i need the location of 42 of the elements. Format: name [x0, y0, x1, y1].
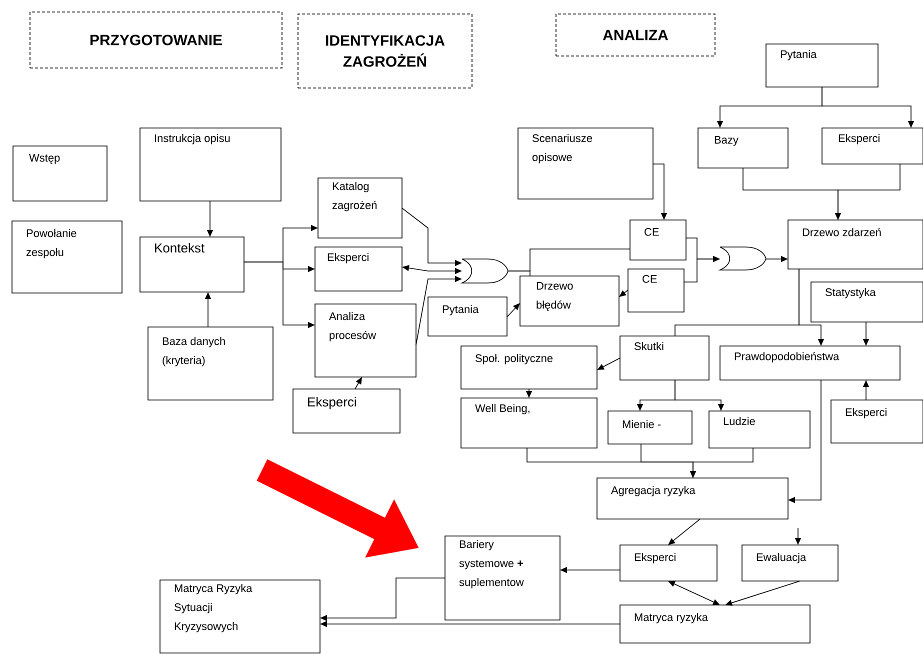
process-box: Analiza procesów [314, 304, 416, 378]
process-box: Społ. polityczne [460, 346, 598, 390]
section-header: ANALIZA [556, 14, 716, 56]
process-box: Pytania [428, 296, 508, 336]
process-box: Drzewo zdarzeń [788, 220, 923, 270]
process-box: Mienie - [608, 410, 692, 444]
arrow [619, 290, 628, 297]
process-box: Eksperci [822, 128, 923, 164]
connector-line [508, 270, 530, 276]
arrow [506, 303, 520, 318]
process-box: Ludzie [708, 410, 810, 448]
process-box: Drzewo błędów [520, 276, 620, 326]
process-box: Eksperci [292, 388, 400, 434]
process-box: Instrukcja opisu [140, 128, 282, 202]
process-box: Eksperci [314, 246, 402, 292]
arrow [354, 377, 362, 390]
process-box: Bariery systemowe + suplementow [444, 536, 560, 620]
process-box: Well Being, [460, 398, 598, 448]
process-box: Scenariusze opisowe [518, 128, 654, 200]
section-header: PRZYGOTOWANIE [30, 12, 282, 68]
process-box: Katalog zagrożeń [318, 178, 402, 238]
process-box: Skutki [620, 336, 710, 380]
process-box: CE [630, 220, 686, 260]
process-box: CE [628, 268, 684, 312]
process-box: Prawdopodobieństwa [720, 346, 900, 380]
process-box: Baza danych (kryteria) [148, 326, 274, 400]
process-box: Matryca ryzyka [620, 604, 810, 644]
process-box: Powołanie zespołu [12, 220, 122, 294]
process-box: Eksperci [620, 544, 718, 582]
or-gate [720, 246, 766, 270]
process-box: Pytania [766, 44, 878, 88]
section-header: IDENTYFIKACJA ZAGROŻEŃ [298, 14, 472, 88]
process-box: Agregacja ryzyka [596, 478, 788, 520]
process-box: Ewaluacja [742, 544, 838, 582]
or-gate [462, 258, 508, 284]
process-box: Wstęp [12, 146, 108, 202]
process-box: Eksperci [830, 400, 923, 444]
process-box: Matryca Ryzyka Sytuacji Kryzysowych [160, 580, 320, 654]
process-box: Statystyka [810, 282, 923, 322]
process-box: Bazy [698, 128, 788, 168]
arrow [668, 518, 700, 545]
process-box: Kontekst [140, 236, 244, 292]
